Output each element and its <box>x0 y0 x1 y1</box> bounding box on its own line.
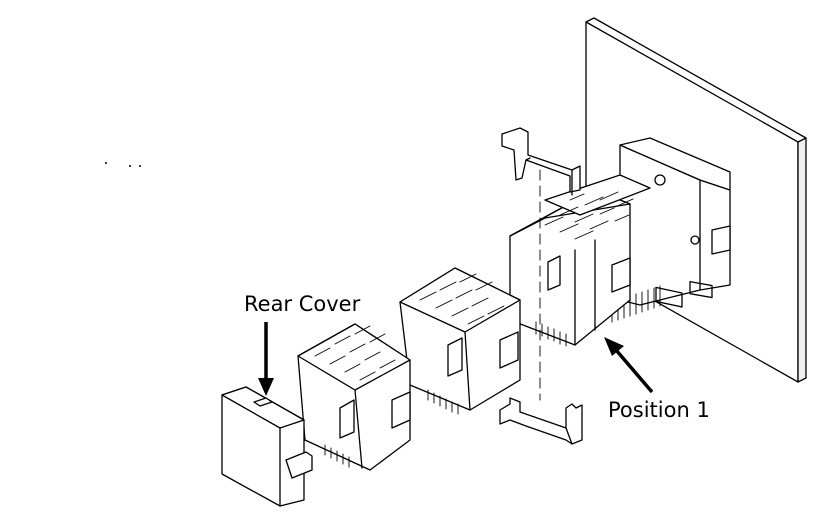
rear-cover-label: Rear Cover <box>244 292 361 316</box>
arrow-up-left-icon <box>604 337 654 394</box>
bottom-mounting-clip <box>499 397 583 445</box>
rear-cover <box>221 386 313 507</box>
module-position-1 <box>509 174 651 347</box>
instrument-housing <box>611 137 731 323</box>
module-rear <box>297 323 411 471</box>
position-1-label: Position 1 <box>608 398 710 422</box>
top-mounting-clip <box>501 127 581 196</box>
module-middle <box>399 267 521 415</box>
arrow-down-icon <box>258 322 274 396</box>
